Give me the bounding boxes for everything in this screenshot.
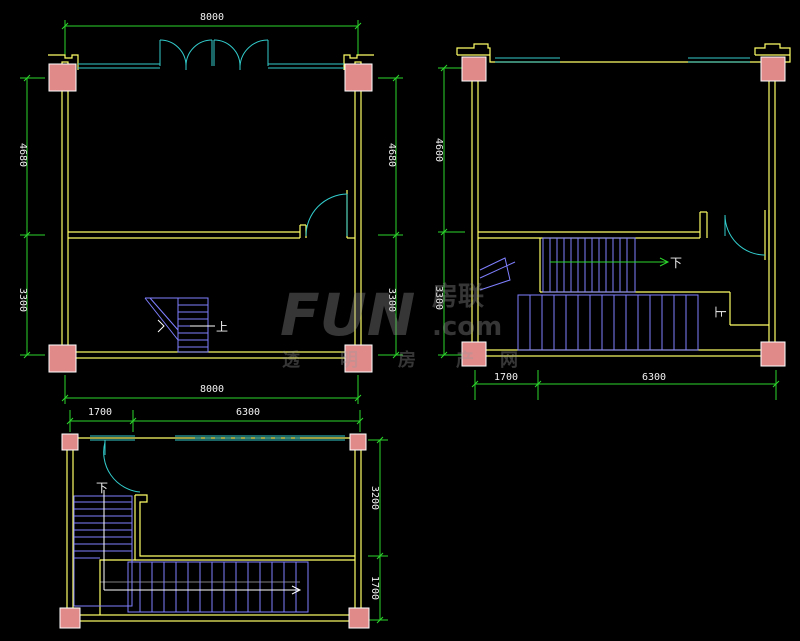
dim-left-upper: 4600 bbox=[433, 138, 444, 162]
watermark-slogan-1: 透 bbox=[282, 350, 301, 371]
watermark-slogan-4: 产 bbox=[456, 349, 474, 371]
watermark-slogan-5: 网 bbox=[500, 350, 518, 371]
dim-right-lower: 1700 bbox=[369, 576, 380, 600]
dim-left-upper: 4680 bbox=[17, 143, 28, 167]
stair-label-up: 上 bbox=[713, 306, 727, 318]
floor-plan-top-right: 下 上 4600 3300 1700 6300 bbox=[433, 43, 791, 400]
dim-bottom-left: 1700 bbox=[494, 372, 518, 383]
floor-plan-top-left: 上 8000 8000 4680 3300 4680 3300 bbox=[17, 12, 403, 404]
column bbox=[344, 344, 373, 373]
dim-right-lower: 3300 bbox=[386, 288, 397, 312]
dim-top: 8000 bbox=[200, 12, 224, 23]
dimension-lines bbox=[438, 64, 780, 400]
column bbox=[61, 433, 79, 451]
columns bbox=[461, 56, 786, 367]
column bbox=[48, 344, 77, 373]
watermark: FUN 房联 .com 透 明 房 产 网 bbox=[280, 281, 518, 371]
watermark-brand: FUN bbox=[280, 281, 415, 349]
dim-right-upper: 4680 bbox=[386, 143, 397, 167]
dim-bottom-right: 6300 bbox=[642, 372, 666, 383]
walls bbox=[456, 43, 791, 357]
stair-label-up: 上 bbox=[216, 320, 228, 334]
stair bbox=[144, 297, 215, 353]
column bbox=[760, 341, 786, 367]
dim-top-right: 6300 bbox=[236, 407, 260, 418]
watermark-slogan-3: 房 bbox=[398, 349, 416, 371]
dimension-lines bbox=[66, 410, 388, 624]
stair bbox=[479, 237, 699, 351]
dim-left-lower: 3300 bbox=[17, 288, 28, 312]
dimension-lines bbox=[20, 20, 403, 404]
columns bbox=[48, 63, 373, 373]
floor-plan-bottom: 下 1700 6300 3200 1700 bbox=[59, 407, 388, 629]
stair-label-down: 下 bbox=[670, 256, 682, 270]
watermark-domain: .com bbox=[432, 312, 502, 342]
column bbox=[461, 341, 487, 367]
dim-bottom: 8000 bbox=[200, 384, 224, 395]
top-openings bbox=[495, 57, 766, 256]
column bbox=[348, 607, 370, 629]
column bbox=[760, 56, 786, 82]
column bbox=[344, 63, 373, 92]
column bbox=[349, 433, 367, 451]
dim-left-lower: 3300 bbox=[433, 286, 444, 310]
column bbox=[461, 56, 487, 82]
column bbox=[48, 63, 77, 92]
watermark-slogan-2: 明 bbox=[340, 350, 358, 371]
stair bbox=[73, 490, 309, 613]
top-openings bbox=[78, 39, 348, 237]
dim-right-upper: 3200 bbox=[369, 486, 380, 510]
top-openings bbox=[90, 435, 345, 493]
column bbox=[59, 607, 81, 629]
dim-top-left: 1700 bbox=[88, 407, 112, 418]
columns bbox=[59, 433, 370, 629]
stair-label-down: 下 bbox=[96, 481, 108, 495]
watermark-cn-brand: 房联 bbox=[432, 282, 484, 312]
